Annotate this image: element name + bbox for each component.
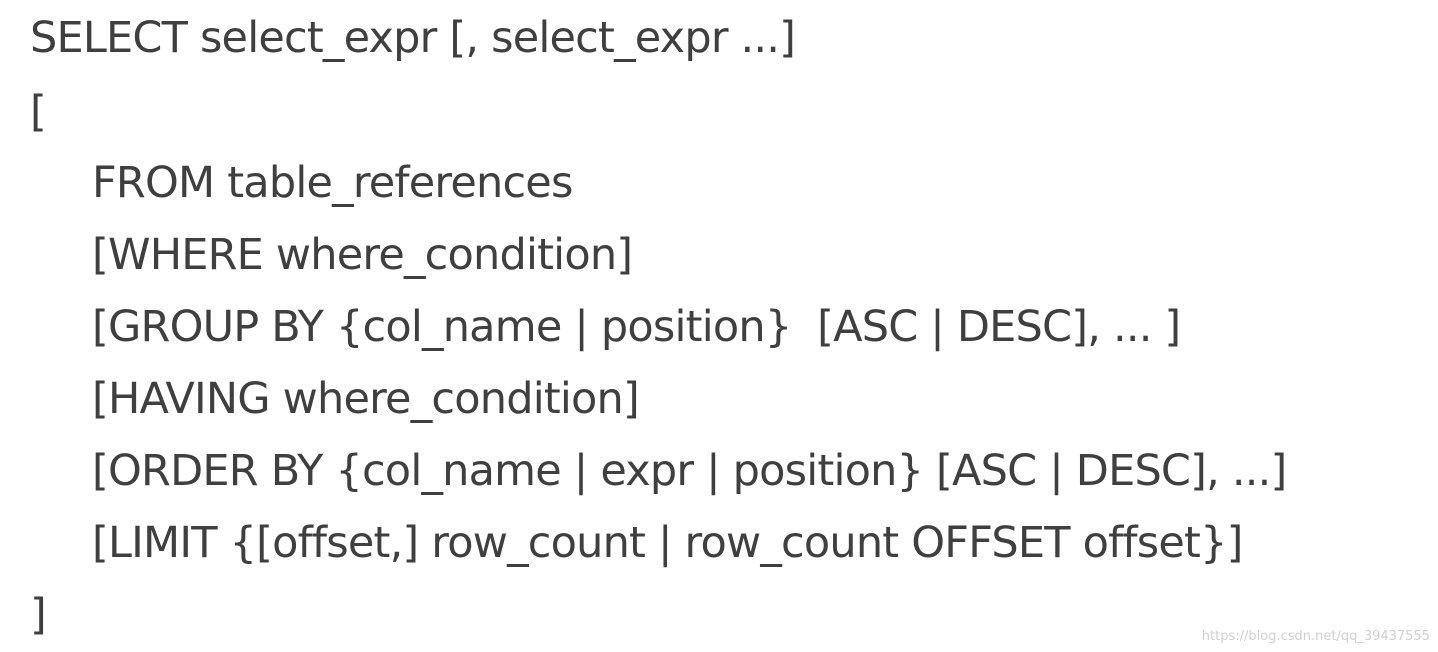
syntax-line-where: [WHERE where_condition] <box>92 230 633 280</box>
syntax-line-close-bracket: ] <box>30 590 47 640</box>
syntax-line-order-by: [ORDER BY {col_name | expr | position} [… <box>92 446 1287 496</box>
syntax-line-having: [HAVING where_condition] <box>92 374 640 424</box>
syntax-line-group-by: [GROUP BY {col_name | position} [ASC | D… <box>92 302 1181 352</box>
syntax-line-open-bracket: [ <box>30 87 47 137</box>
syntax-line-limit: [LIMIT {[offset,] row_count | row_count … <box>92 518 1243 568</box>
syntax-line-select: SELECT select_expr [, select_expr ...] <box>30 13 796 63</box>
watermark-text: https://blog.csdn.net/qq_39437555 <box>1201 629 1430 644</box>
syntax-line-from: FROM table_references <box>92 158 573 208</box>
